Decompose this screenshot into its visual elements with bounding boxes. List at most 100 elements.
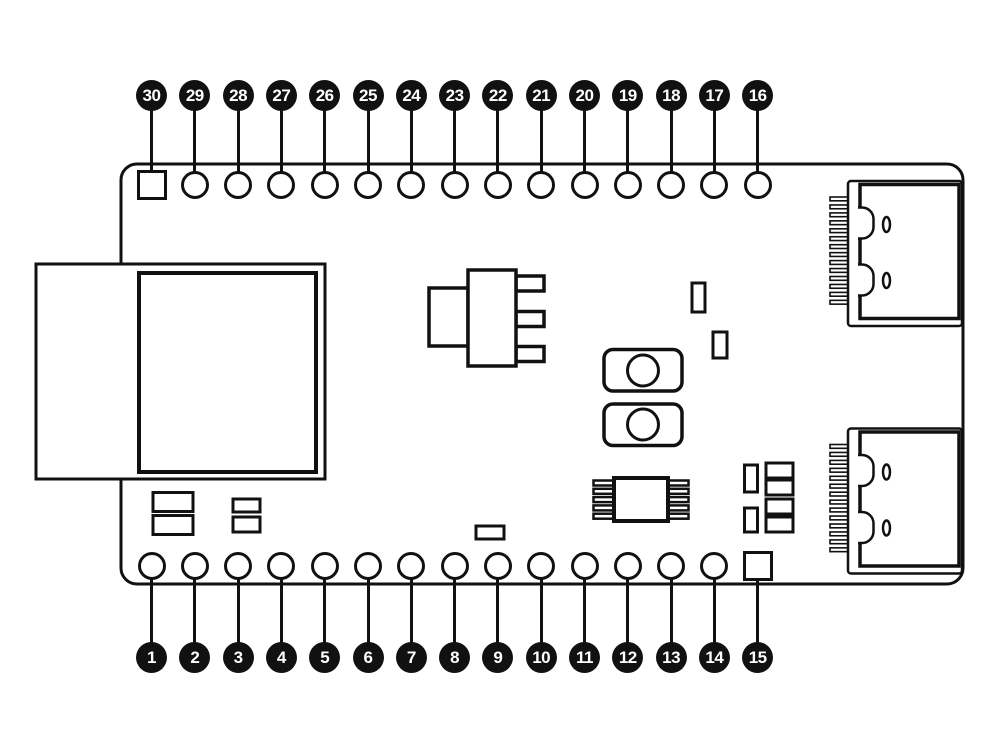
- pin-9-badge: 9: [482, 642, 514, 673]
- pin-20-line: [583, 95, 586, 185]
- pin-21-line: [539, 95, 543, 185]
- pin-10-pad: [527, 552, 556, 580]
- pin-15-line: [756, 566, 760, 658]
- push-button-2: [602, 402, 684, 448]
- pin-19-pad: [613, 170, 642, 199]
- pin-8-pad: [440, 552, 469, 580]
- pin-2-pad: [180, 552, 209, 580]
- pin-3-pad: [224, 552, 253, 580]
- pin-22-line: [496, 95, 500, 185]
- push-button-1-cap: [626, 353, 660, 388]
- pin-2-badge: 2: [179, 642, 211, 673]
- regulator-tab: [427, 286, 470, 348]
- pin-5-pad: [310, 552, 339, 580]
- wireless-module: [34, 262, 327, 481]
- pin-26-line: [323, 95, 327, 185]
- ic-chip: [592, 476, 690, 523]
- push-button-1: [602, 347, 684, 393]
- pin-16-pad: [743, 170, 772, 199]
- pin-10-line: [539, 566, 543, 658]
- pin-12-line: [626, 566, 630, 658]
- pin-1-line: [150, 566, 153, 658]
- usb-hole-1: [881, 215, 892, 234]
- pin-23-line: [453, 95, 457, 185]
- pin-22-pad: [483, 170, 512, 199]
- pin-21-pad: [527, 170, 556, 199]
- pin-30-pad: [136, 169, 167, 200]
- ic-chip-body: [612, 476, 670, 523]
- pin-15-pad: [742, 551, 773, 581]
- pin-25-line: [366, 95, 370, 185]
- pin-26-badge: 26: [309, 79, 341, 111]
- pin-29-badge: 29: [179, 79, 211, 111]
- capacitor-small-1: [690, 281, 707, 314]
- pin-25-pad: [354, 170, 382, 199]
- push-button-2-cap: [626, 407, 660, 442]
- usb-connector-top: [829, 179, 964, 328]
- pin-11-pad: [570, 552, 599, 580]
- pin-27-pad: [267, 170, 296, 199]
- capacitor-small-2: [711, 330, 729, 360]
- pin-14-line: [712, 566, 716, 658]
- pin-1-badge: 1: [136, 642, 167, 673]
- passive-group-right: [743, 461, 795, 534]
- pin-10-badge: 10: [525, 642, 557, 673]
- pin-14-badge: 14: [698, 642, 730, 673]
- usb-latch-1: [858, 206, 875, 240]
- regulator-pin-3: [514, 344, 546, 364]
- pin-24-line: [409, 95, 413, 185]
- pin-24-pad: [397, 170, 426, 199]
- pin-18-badge: 18: [655, 79, 687, 111]
- pin-19-line: [626, 95, 630, 185]
- pin-23-pad: [440, 170, 469, 199]
- pin-16-line: [756, 95, 760, 185]
- pin-13-badge: 13: [655, 642, 687, 673]
- pin-27-line: [279, 95, 283, 185]
- pin-1-pad: [137, 552, 166, 580]
- pin-12-badge: 12: [612, 642, 644, 673]
- pin-6-pad: [354, 552, 382, 580]
- pin-28-badge: 28: [222, 79, 254, 111]
- pin-8-badge: 8: [439, 642, 471, 673]
- pin-24-badge: 24: [395, 79, 427, 111]
- pin-13-pad: [657, 552, 686, 580]
- usb-shell-inner: [858, 182, 961, 321]
- pin-9-pad: [483, 552, 512, 580]
- pin-4-pad: [267, 552, 296, 580]
- pin-5-line: [323, 566, 327, 658]
- pin-3-line: [236, 566, 240, 658]
- pin-16-badge: 16: [742, 79, 774, 111]
- pin-17-line: [712, 95, 716, 185]
- pin-22-badge: 22: [482, 79, 514, 111]
- passive-group-left: [151, 491, 262, 536]
- pin-4-line: [279, 566, 283, 658]
- pin-30-badge: 30: [136, 79, 167, 111]
- pin-25-badge: 25: [352, 79, 384, 111]
- usb-contact-teeth: [829, 196, 853, 305]
- pin-7-pad: [397, 552, 426, 580]
- pin-23-badge: 23: [439, 79, 471, 111]
- pin-17-badge: 17: [698, 79, 730, 111]
- pin-7-line: [409, 566, 413, 658]
- regulator-pin-2: [514, 309, 546, 329]
- pin-7-badge: 7: [395, 642, 427, 673]
- pin-18-line: [669, 95, 673, 185]
- pin-8-line: [453, 566, 457, 658]
- pin-6-line: [366, 566, 370, 658]
- pin-20-pad: [570, 170, 599, 199]
- pin-19-badge: 19: [612, 79, 644, 111]
- pin-27-badge: 27: [265, 79, 297, 111]
- pin-20-badge: 20: [569, 79, 600, 111]
- module-shield-can: [137, 271, 318, 474]
- pin-13-line: [669, 566, 673, 658]
- pin-6-badge: 6: [352, 642, 384, 673]
- regulator-pin-1: [514, 274, 546, 293]
- passive-single-center: [474, 524, 506, 541]
- voltage-regulator: [427, 268, 546, 368]
- pin-21-badge: 21: [525, 79, 557, 111]
- regulator-body: [466, 268, 518, 368]
- pin-30-line: [150, 95, 153, 185]
- pin-4-badge: 4: [265, 642, 297, 673]
